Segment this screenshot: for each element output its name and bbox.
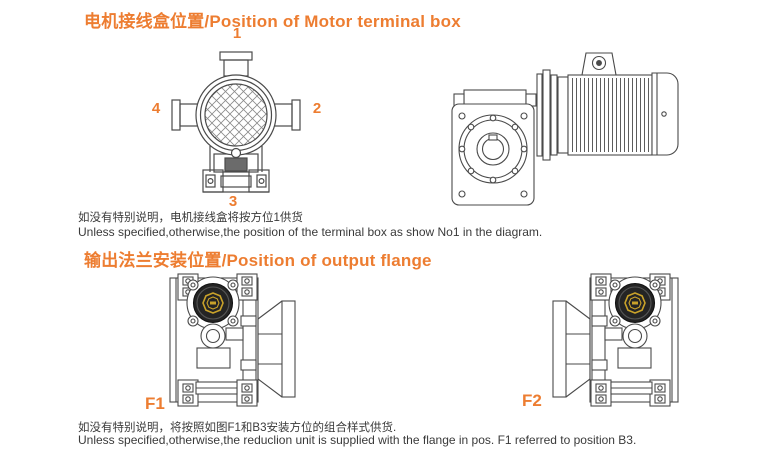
terminal-position-4-label: 4 [151,100,161,117]
terminal-box-position-4-stub [171,99,199,131]
motor-base [202,146,270,193]
keyway [488,134,498,141]
flange-position-f2-label: F2 [522,391,542,410]
terminal-position-2-label: 2 [312,100,322,117]
terminal-box-section-title: 电机接线盒位置/Position of Motor terminal box [84,12,461,31]
terminal-box-note-en: Unless specified,otherwise,the position … [78,225,543,239]
terminal-box-bracket [581,52,617,76]
output-flange-note-en: Unless specified,otherwise,the reduclion… [78,433,637,447]
terminal-box-note-zh: 如没有特别说明，电机接线盒将按方位1供货 [78,212,303,224]
gearbox-motor-side-view-diagram [451,52,679,206]
motor-flange-discs [536,69,558,161]
terminal-position-3-label: 3 [228,193,238,210]
gearbox-flange-f1-diagram [169,273,296,407]
output-flange-section-title: 输出法兰安装位置/Position of output flange [84,251,432,270]
motor-fan-end-view-diagram [171,51,301,193]
motor-body [557,72,679,156]
fan-cover [195,74,277,159]
output-flange-note-zh: 如没有特别说明，将按照如图F1和B3安装方位的组合样式供货. [78,422,397,434]
flange-position-f1-label: F1 [145,394,165,413]
gearbox-flange-f2-diagram [552,273,679,407]
terminal-box-position-1-stub [219,51,253,77]
terminal-box-position-2-stub [273,99,301,131]
output-flange-face [458,114,528,184]
fan-grille [204,83,268,147]
cooling-fins [570,78,650,152]
terminal-position-1-label: 1 [232,25,242,42]
